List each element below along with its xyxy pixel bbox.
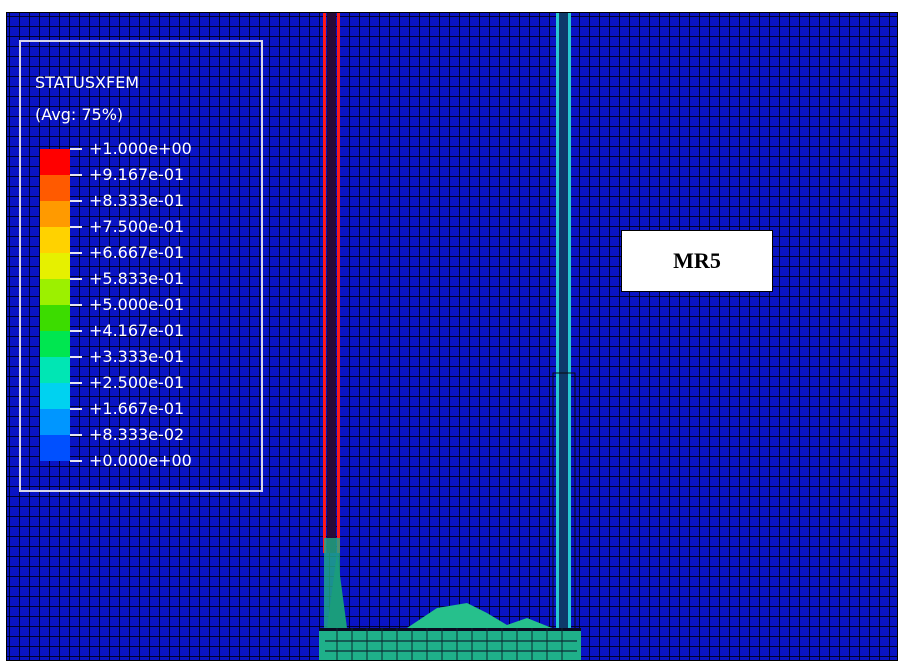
legend-tick-label: +8.333e-02 [89,425,185,444]
legend-tick [70,174,82,176]
legend-box [19,40,263,492]
legend-swatch [40,149,70,175]
legend-tick [70,356,82,358]
legend-tick-label: +6.667e-01 [89,243,185,262]
legend-swatch [40,331,70,357]
legend-swatch [40,305,70,331]
legend-swatch [40,409,70,435]
viewport-frame: STATUSXFEM (Avg: 75%) +1.000e+00 +9.167e-… [6,12,898,661]
legend-tick-label: +0.000e+00 [89,451,192,470]
legend-tick-label: +5.000e-01 [89,295,185,314]
legend-tick [70,200,82,202]
legend-tick [70,252,82,254]
legend-swatch [40,435,70,461]
legend-tick-label: +5.833e-01 [89,269,185,288]
legend-averaging: (Avg: 75%) [35,105,124,124]
crack-base-band [319,553,581,660]
legend-tick-label: +9.167e-01 [89,165,185,184]
legend-swatch [40,357,70,383]
legend-swatch [40,175,70,201]
legend-tick [70,226,82,228]
legend-swatch [40,201,70,227]
legend-tick-label: +8.333e-01 [89,191,185,210]
legend-tick [70,460,82,462]
legend-tick [70,278,82,280]
legend-swatch [40,253,70,279]
right-crack-line [552,13,576,644]
legend-tick-label: +4.167e-01 [89,321,185,340]
legend-tick [70,148,82,150]
legend-tick [70,408,82,410]
legend-swatch [40,383,70,409]
legend-swatch [40,227,70,253]
legend-tick-label: +2.500e-01 [89,373,185,392]
legend-title: STATUSXFEM [35,73,140,92]
legend-tick-label: +7.500e-01 [89,217,185,236]
legend-tick-label: +3.333e-01 [89,347,185,366]
legend-tick [70,382,82,384]
legend-tick [70,304,82,306]
legend-tick-label: +1.000e+00 [89,139,192,158]
legend-tick [70,434,82,436]
legend-tick-label: +1.667e-01 [89,399,185,418]
model-label: MR5 [621,230,773,292]
fracture-plot [319,13,581,660]
mesh-viewport[interactable]: STATUSXFEM (Avg: 75%) +1.000e+00 +9.167e-… [7,13,897,660]
legend-colorbar [40,148,82,462]
legend-tick [70,330,82,332]
legend-swatch [40,279,70,305]
